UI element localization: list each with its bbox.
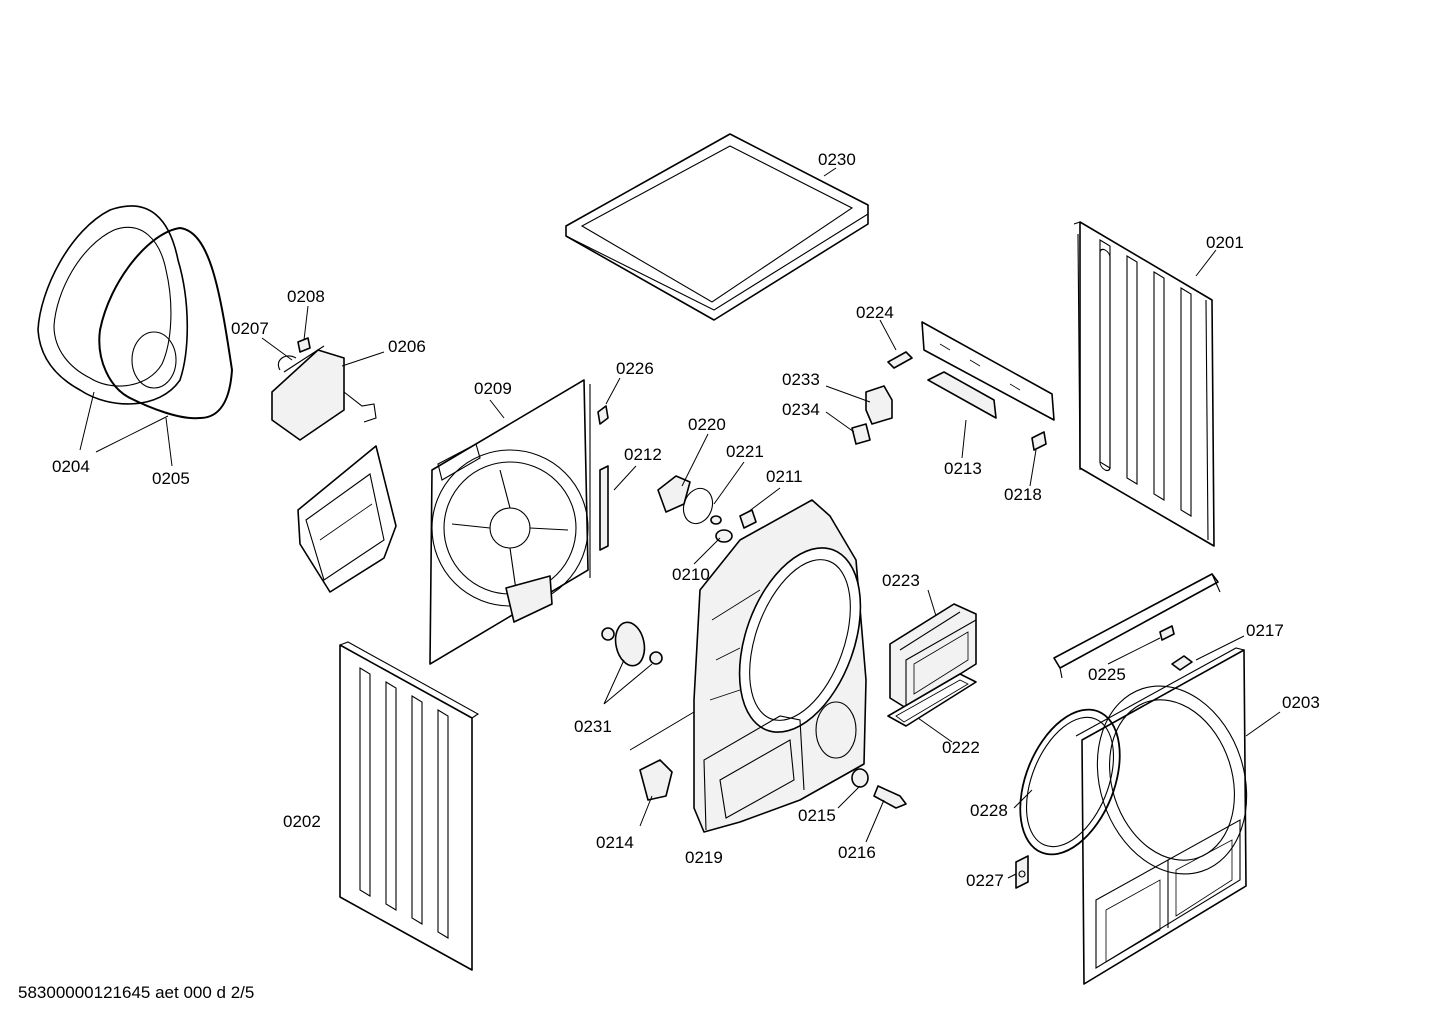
part-air-duct bbox=[297, 445, 397, 593]
drawing-number-footer: 58300000121645 aet 000 d 2/5 bbox=[18, 983, 254, 1002]
label-0207: 0207 bbox=[231, 319, 269, 338]
label-0224: 0224 bbox=[856, 303, 894, 322]
part-0233-relay bbox=[865, 385, 893, 425]
label-0209: 0209 bbox=[474, 379, 512, 398]
part-0212-strip bbox=[599, 465, 609, 551]
label-0208: 0208 bbox=[287, 287, 325, 306]
part-0214-bracket bbox=[639, 759, 673, 801]
part-0220-bracket bbox=[657, 475, 691, 513]
label-0204: 0204 bbox=[52, 457, 90, 476]
part-0216-knob bbox=[873, 785, 907, 809]
part-0222-filter-seal bbox=[887, 673, 977, 727]
part-0228-door-gasket bbox=[1019, 708, 1121, 856]
part-0219-bulkhead bbox=[693, 499, 867, 833]
part-labels: 0201 0202 0203 0204 0205 0206 0207 0208 … bbox=[52, 150, 1320, 890]
part-0223-filter bbox=[889, 603, 977, 709]
label-0202: 0202 bbox=[283, 812, 321, 831]
label-0233: 0233 bbox=[782, 370, 820, 389]
label-0201: 0201 bbox=[1206, 233, 1244, 252]
label-0225: 0225 bbox=[1088, 665, 1126, 684]
label-0217: 0217 bbox=[1246, 621, 1284, 640]
label-0216: 0216 bbox=[838, 843, 876, 862]
leader-lines bbox=[79, 167, 1281, 879]
part-0226-clip bbox=[597, 405, 609, 425]
label-0223: 0223 bbox=[882, 571, 920, 590]
label-0234: 0234 bbox=[782, 400, 820, 419]
part-0203-front-panel bbox=[1075, 647, 1248, 985]
label-0228: 0228 bbox=[970, 801, 1008, 820]
label-0218: 0218 bbox=[1004, 485, 1042, 504]
part-0213-board bbox=[921, 321, 1055, 421]
label-0210: 0210 bbox=[672, 565, 710, 584]
part-0205-gasket bbox=[98, 226, 234, 420]
part-0206-housing bbox=[271, 345, 377, 441]
label-0206: 0206 bbox=[388, 337, 426, 356]
label-0226: 0226 bbox=[616, 359, 654, 378]
label-0219: 0219 bbox=[685, 848, 723, 867]
part-0230-top-cover bbox=[565, 133, 869, 321]
label-0215: 0215 bbox=[798, 806, 836, 825]
part-0209-back-wall bbox=[429, 379, 591, 665]
label-0212: 0212 bbox=[624, 445, 662, 464]
part-0227-catch bbox=[1015, 855, 1029, 889]
part-0215-knob bbox=[851, 768, 869, 788]
label-0203: 0203 bbox=[1282, 693, 1320, 712]
part-0207-wire bbox=[278, 355, 297, 371]
label-0211: 0211 bbox=[766, 467, 803, 486]
label-0220: 0220 bbox=[688, 415, 726, 434]
part-0218-clip bbox=[1031, 431, 1047, 451]
part-0201-side-panel bbox=[1073, 221, 1215, 547]
part-0217-bracket bbox=[1171, 655, 1193, 671]
part-0234-switch bbox=[851, 423, 871, 445]
part-0204-drum-seal bbox=[37, 205, 189, 405]
label-0221: 0221 bbox=[726, 442, 764, 461]
label-0205: 0205 bbox=[152, 469, 190, 488]
part-0231-pulley bbox=[601, 621, 663, 667]
part-0225-rail bbox=[1053, 573, 1221, 679]
part-0208-plug bbox=[297, 337, 311, 353]
label-0227: 0227 bbox=[966, 871, 1004, 890]
part-0202-side-panel bbox=[339, 641, 480, 971]
label-0222: 0222 bbox=[942, 738, 980, 757]
part-0211-sensor bbox=[739, 509, 757, 529]
label-0214: 0214 bbox=[596, 833, 634, 852]
label-0230: 0230 bbox=[818, 150, 856, 169]
part-0224-connector bbox=[887, 351, 913, 369]
part-0221-ring bbox=[682, 487, 714, 525]
part-0210-bushing bbox=[710, 515, 733, 543]
label-0213: 0213 bbox=[944, 459, 982, 478]
label-0231: 0231 bbox=[574, 717, 612, 736]
